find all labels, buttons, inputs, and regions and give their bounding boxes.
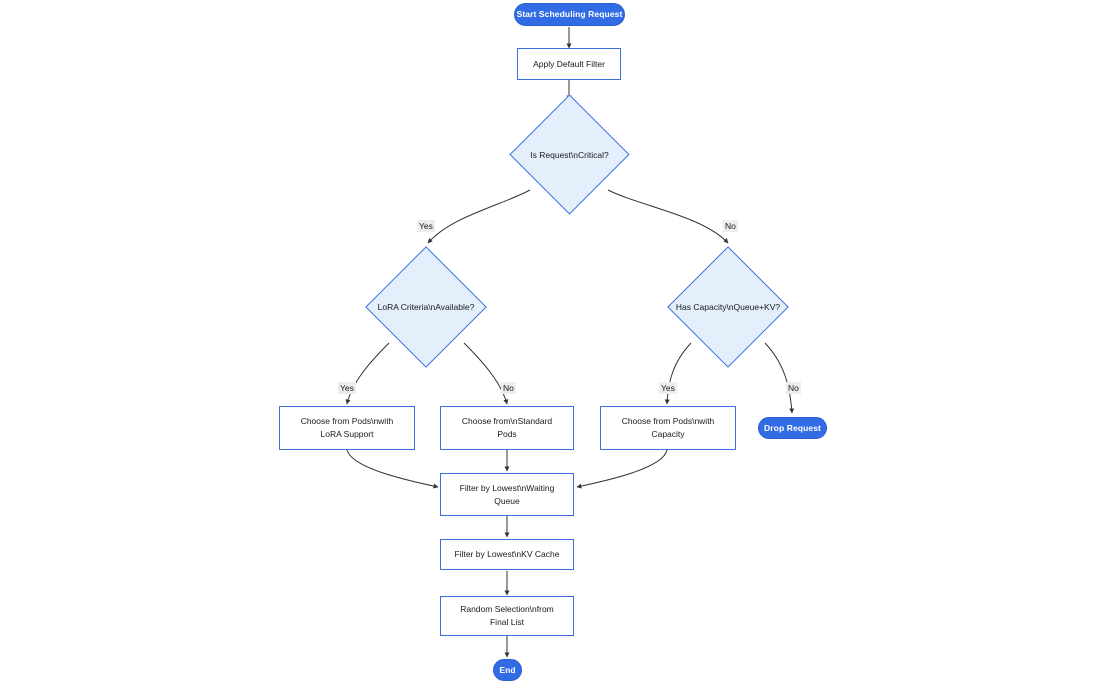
edge-label-capacity-yes: Yes (659, 382, 677, 394)
node-choose-pods-with-lora-support-line1: Choose from Pods\nwith (300, 416, 394, 426)
node-is-request-critical-label: Is Request\nCritical? (530, 149, 609, 160)
edge-label-text: No (725, 221, 736, 231)
node-start[interactable]: Start Scheduling Request (514, 3, 625, 26)
edge-critical-to-capacity (607, 189, 729, 244)
node-filter-by-lowest-kv-cache[interactable]: Filter by Lowest\nKV Cache (440, 539, 574, 570)
node-start-label: Start Scheduling Request (516, 9, 623, 19)
node-filter-by-lowest-waiting-queue-line2: Queue (494, 495, 520, 506)
node-random-selection-from-final-list-line1: Random Selection\nfrom (460, 604, 554, 614)
edge-label-lora-yes: Yes (338, 382, 356, 394)
edge-lora-to-lorapods (345, 342, 390, 405)
node-choose-pods-with-capacity[interactable]: Choose from Pods\nwith Capacity (600, 406, 736, 450)
edge-label-critical-no: No (723, 220, 738, 232)
edge-cappods-to-waitqueue (576, 449, 668, 489)
node-lora-criteria-available[interactable]: LoRA Criteria\nAvailable? (365, 246, 487, 368)
edge-label-text: Yes (661, 383, 675, 393)
node-filter-by-lowest-waiting-queue-line1: Filter by Lowest\nWaiting (459, 482, 555, 493)
node-choose-standard-pods[interactable]: Choose from\nStandard Pods (440, 406, 574, 450)
node-choose-standard-pods-line1: Choose from\nStandard (461, 416, 553, 426)
edge-label-text: No (503, 383, 514, 393)
node-end[interactable]: End (493, 659, 522, 681)
edge-label-text: Yes (340, 383, 354, 393)
edge-lora-to-stdpods (463, 342, 509, 405)
node-choose-pods-with-capacity-line2: Capacity (651, 429, 685, 439)
node-apply-default-filter-label: Apply Default Filter (533, 58, 605, 69)
edge-lorapods-to-waitqueue (346, 449, 439, 489)
node-choose-pods-with-capacity-line1: Choose from Pods\nwith (621, 416, 715, 426)
edge-capacity-to-cappods (664, 342, 692, 405)
edge-label-text: Yes (419, 221, 433, 231)
edge-label-critical-yes: Yes (417, 220, 435, 232)
node-filter-by-lowest-kv-cache-label: Filter by Lowest\nKV Cache (454, 549, 560, 559)
node-apply-default-filter[interactable]: Apply Default Filter (517, 48, 621, 80)
edge-capacity-to-drop (764, 342, 795, 414)
node-choose-standard-pods-line2: Pods (497, 429, 517, 439)
edge-label-lora-no: No (501, 382, 516, 394)
edge-label-text: No (788, 383, 799, 393)
node-random-selection-from-final-list-line2: Final List (489, 617, 524, 627)
node-end-label: End (499, 664, 516, 675)
node-choose-pods-with-lora-support[interactable]: Choose from Pods\nwith LoRA Support (279, 406, 415, 450)
edge-critical-to-lora (427, 189, 531, 244)
node-choose-pods-with-lora-support-line2: LoRA Support (320, 429, 374, 439)
node-filter-by-lowest-waiting-queue[interactable]: Filter by Lowest\nWaiting Queue (440, 473, 574, 516)
node-has-capacity[interactable]: Has Capacity\nQueue+KV? (667, 246, 789, 368)
node-lora-criteria-available-label: LoRA Criteria\nAvailable? (377, 302, 475, 312)
node-drop-request[interactable]: Drop Request (758, 417, 827, 439)
node-has-capacity-label: Has Capacity\nQueue+KV? (675, 302, 781, 312)
node-is-request-critical[interactable]: Is Request\nCritical? (509, 94, 630, 215)
node-drop-request-label: Drop Request (764, 422, 821, 433)
node-random-selection-from-final-list[interactable]: Random Selection\nfrom Final List (440, 596, 574, 636)
edge-label-capacity-no: No (786, 382, 801, 394)
